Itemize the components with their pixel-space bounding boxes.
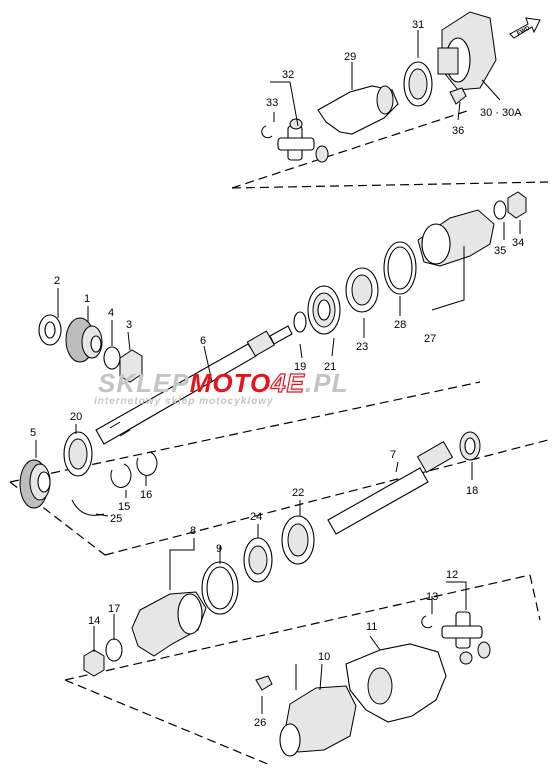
- label-part-21: 21: [324, 361, 336, 373]
- top-group: [261, 11, 501, 163]
- part-14-nut: [83, 649, 105, 677]
- part-32-u-joint: [277, 118, 329, 163]
- label-part-23: 23: [356, 341, 368, 353]
- part-33-clip: [261, 125, 273, 139]
- label-part-4: 4: [108, 307, 114, 319]
- part-19-ring: [293, 311, 307, 333]
- part-12-u-joint: [441, 611, 491, 665]
- label-part-1: 1: [84, 293, 90, 305]
- label-part-13: 13: [426, 591, 438, 603]
- label-part-30: 30 · 30A: [480, 107, 522, 119]
- watermark-tagline: internetowy sklep motocyklowy: [94, 396, 274, 407]
- part-20-bearing: [63, 431, 93, 477]
- label-part-10: 10: [318, 651, 330, 663]
- lower-group: [83, 538, 491, 757]
- watermark-brand-a: SKLEP: [98, 368, 190, 398]
- label-part-16: 16: [140, 489, 152, 501]
- label-part-28: 28: [394, 319, 406, 331]
- fwd-arrow: FWD: [509, 17, 541, 39]
- part-11-housing: [345, 643, 447, 723]
- label-part-35: 35: [494, 245, 506, 257]
- part-7-shaft: [327, 441, 454, 535]
- label-part-32: 32: [282, 69, 294, 81]
- part-3-nut: [119, 349, 143, 383]
- label-part-31: 31: [412, 19, 424, 31]
- label-part-9: 9: [216, 543, 222, 555]
- label-part-11: 11: [366, 621, 377, 633]
- part-17-washer: [105, 638, 123, 662]
- label-part-3: 3: [126, 319, 132, 331]
- label-part-27: 27: [424, 333, 436, 345]
- part-1-bevel-gear: [65, 317, 103, 363]
- watermark-logo: SKLEPMOTO4E.PL: [98, 368, 348, 398]
- label-part-12: 12: [446, 569, 458, 581]
- part-4-washer: [103, 346, 121, 370]
- part-36-bolt: [449, 87, 467, 105]
- label-part-7: 7: [390, 449, 396, 461]
- watermark: SKLEPMOTO4E.PL internetowy sklep motocyk…: [94, 367, 348, 407]
- watermark-brand-c: 4E: [270, 368, 305, 398]
- part-21-bearing: [307, 285, 341, 335]
- part-26-bolt: [255, 675, 273, 691]
- middle-group: [19, 191, 527, 583]
- part-15-clip: [110, 463, 132, 488]
- label-part-18: 18: [466, 485, 478, 497]
- part-34-nut: [507, 191, 527, 219]
- part-6-shaft: [95, 325, 293, 445]
- part-5-gear: [19, 459, 51, 509]
- frame-lower: [64, 574, 541, 766]
- label-part-8: 8: [190, 525, 196, 537]
- part-labels: 31 29 32 33 30 · 30A 36 2 1 4 3 6 19 21 …: [30, 19, 524, 729]
- part-25-clip: [71, 499, 105, 516]
- label-part-5: 5: [30, 427, 36, 439]
- frame-middle: [9, 381, 549, 556]
- label-part-15: 15: [118, 501, 130, 513]
- label-part-26: 26: [254, 717, 266, 729]
- label-part-22: 22: [292, 487, 304, 499]
- part-13-clip: [421, 615, 433, 629]
- label-part-19: 19: [294, 361, 306, 373]
- part-35-washer: [493, 200, 507, 220]
- label-part-29: 29: [344, 51, 356, 63]
- label-part-34: 34: [512, 237, 524, 249]
- label-part-25: 25: [110, 513, 122, 525]
- fwd-arrow-icon: [509, 17, 541, 39]
- label-part-33: 33: [266, 97, 278, 109]
- label-part-20: 20: [70, 411, 82, 423]
- watermark-brand-b: MOTO: [190, 368, 272, 398]
- label-part-6: 6: [200, 335, 206, 347]
- part-22-bearing: [281, 515, 315, 565]
- label-part-36: 36: [452, 125, 464, 137]
- watermark-brand-d: .PL: [305, 368, 348, 398]
- label-part-14: 14: [88, 615, 100, 627]
- label-part-17: 17: [108, 603, 120, 615]
- label-part-24: 24: [250, 511, 262, 523]
- label-part-2: 2: [54, 275, 60, 287]
- frame-upper: [231, 109, 549, 189]
- part-16-clip: [136, 451, 158, 476]
